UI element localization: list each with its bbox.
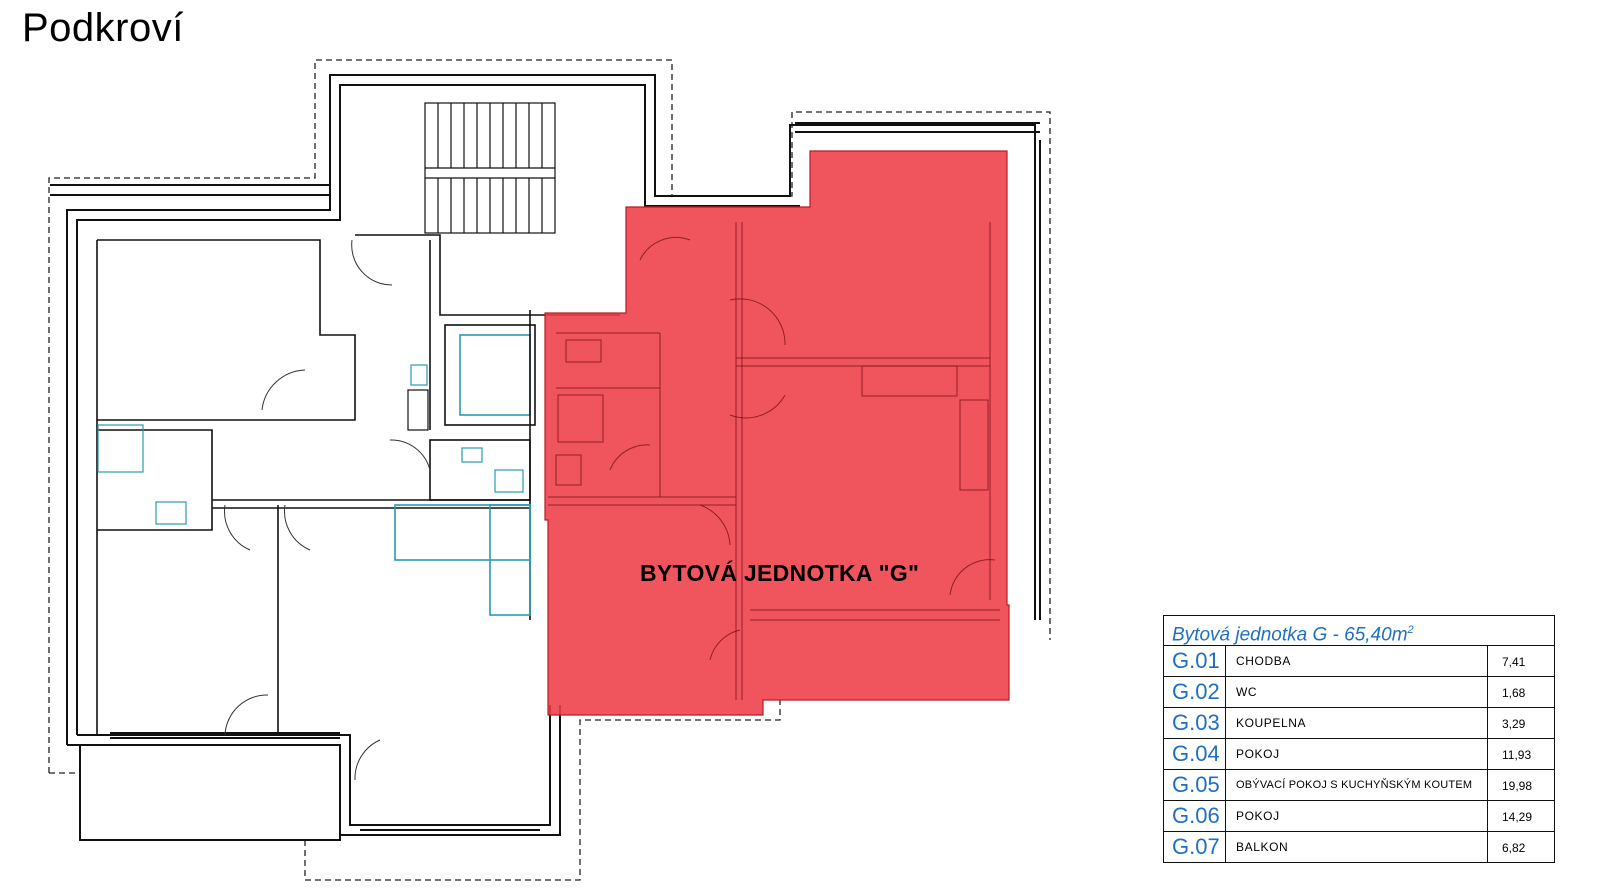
legend-row: G.04 POKOJ 11,93: [1164, 739, 1554, 770]
room-name: WC: [1226, 677, 1488, 707]
legend-header: Bytová jednotka G - 65,40m2: [1164, 616, 1554, 646]
legend-row: G.03 KOUPELNA 3,29: [1164, 708, 1554, 739]
room-area: 11,93: [1502, 748, 1532, 762]
room-area: 6,82: [1502, 841, 1526, 855]
room-code: G.05: [1164, 770, 1226, 800]
staircase: [424, 102, 556, 234]
legend-header-unit-sup: 2: [1407, 624, 1414, 636]
room-area: 3,29: [1502, 717, 1526, 731]
legend-row: G.01 CHODBA 7,41: [1164, 646, 1554, 677]
legend-header-text: Bytová jednotka G - 65,40m: [1172, 624, 1408, 646]
legend-row: G.06 POKOJ 14,29: [1164, 801, 1554, 832]
room-code: G.02: [1164, 677, 1226, 707]
unit-g-highlight: [544, 150, 1010, 716]
room-name: BALKON: [1226, 832, 1488, 862]
room-name: OBÝVACÍ POKOJ S KUCHYŇSKÝM KOUTEM: [1226, 770, 1488, 800]
legend-row: G.05 OBÝVACÍ POKOJ S KUCHYŇSKÝM KOUTEM 1…: [1164, 770, 1554, 801]
room-name: POKOJ: [1226, 801, 1488, 831]
room-code: G.03: [1164, 708, 1226, 738]
area-legend-table: Bytová jednotka G - 65,40m2 G.01 CHODBA …: [1163, 615, 1555, 863]
interior-walls: [96, 234, 620, 735]
room-area: 14,29: [1502, 810, 1533, 824]
page-title: Podkroví: [22, 6, 184, 50]
room-code: G.07: [1164, 832, 1226, 862]
door-swings: [224, 239, 431, 781]
legend-row: G.07 BALKON 6,82: [1164, 832, 1554, 862]
room-area: 19,98: [1502, 779, 1533, 793]
room-code: G.06: [1164, 801, 1226, 831]
legend-row: G.02 WC 1,68: [1164, 677, 1554, 708]
room-name: POKOJ: [1226, 739, 1488, 769]
room-code: G.01: [1164, 646, 1226, 676]
stair-treads: [437, 103, 543, 233]
left-fixtures: [97, 364, 524, 525]
unit-g-label: BYTOVÁ JEDNOTKA "G": [640, 560, 920, 586]
room-area: 1,68: [1502, 686, 1526, 700]
room-name: KOUPELNA: [1226, 708, 1488, 738]
room-name: CHODBA: [1226, 646, 1488, 676]
room-area: 7,41: [1502, 655, 1526, 669]
room-code: G.04: [1164, 739, 1226, 769]
